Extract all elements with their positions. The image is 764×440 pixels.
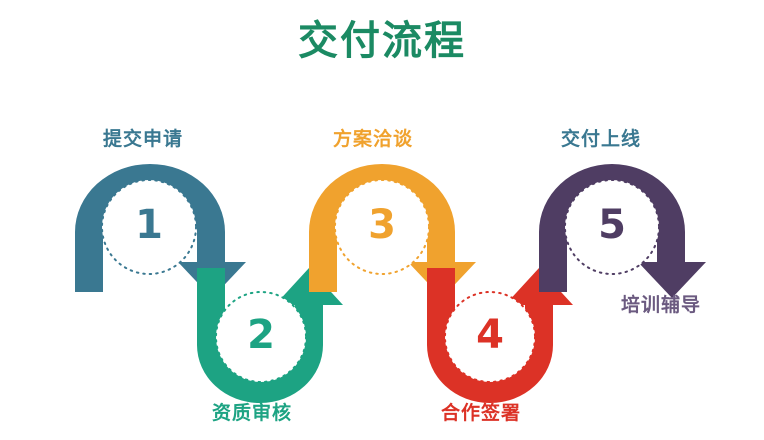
- step-2-label: 资质审核: [212, 402, 293, 424]
- step-4-circle: [444, 291, 536, 383]
- step-5-arrowhead-down: [638, 262, 706, 298]
- step-2-group[interactable]: [197, 268, 343, 403]
- step-5-label: 交付上线: [561, 128, 642, 150]
- step-4-number: 4: [476, 312, 504, 358]
- step-3-number: 3: [368, 202, 396, 248]
- step-1-circle: [101, 179, 197, 275]
- page-title: 交付流程: [298, 18, 466, 64]
- step-5-circle: [564, 179, 660, 275]
- step-5-number: 5: [598, 202, 626, 248]
- step-1-arch: [75, 164, 225, 292]
- step-4-label: 合作签署: [441, 402, 522, 424]
- step-2-circle: [215, 291, 307, 383]
- end-label: 培训辅导: [621, 294, 702, 316]
- step-1-number: 1: [135, 202, 163, 248]
- step-3-group[interactable]: [309, 164, 476, 298]
- step-1-group[interactable]: [75, 164, 246, 298]
- step-3-circle: [334, 179, 430, 275]
- step-2-number: 2: [247, 312, 275, 358]
- step-1-label: 提交申请: [103, 128, 184, 150]
- step-3-label: 方案洽谈: [333, 128, 414, 150]
- step-5-group[interactable]: [539, 164, 706, 298]
